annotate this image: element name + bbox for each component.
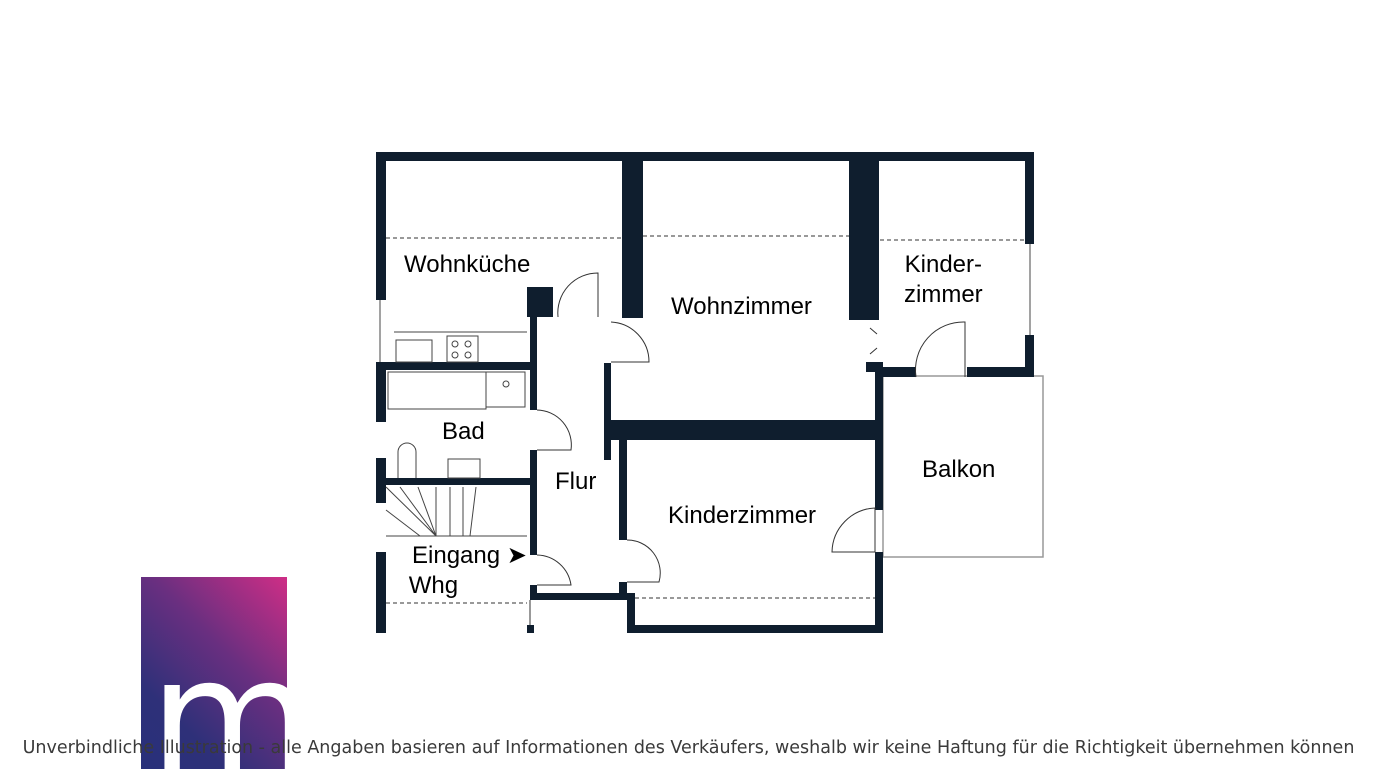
disclaimer-text: Unverbindliche Illustration - alle Angab… [22,738,1355,758]
room-label-bad: Bad [442,418,485,445]
room-label-line1: Kinder- [904,251,983,278]
brand-logo: m [141,577,287,769]
room-label-kinderzimmer-small: Kinder- zimmer [904,250,983,310]
logo-letter: m [149,621,287,769]
room-label-wohnzimmer: Wohnzimmer [671,293,812,320]
room-label-line2: zimmer [904,281,983,308]
doors [529,272,966,625]
room-label-line2: Whg [408,572,459,599]
room-label-balkon: Balkon [922,456,996,483]
room-label-flur: Flur [555,468,597,495]
room-label-eingang: Eingang ➤ Whg [409,541,527,601]
room-label-line1: Eingang ➤ [412,542,527,569]
dashed-lines [386,235,1025,604]
fixtures [379,244,1031,537]
room-label-wohnkueche: Wohnküche [404,251,531,278]
room-label-kinderzimmer: Kinderzimmer [668,502,817,529]
walls [376,152,1034,633]
